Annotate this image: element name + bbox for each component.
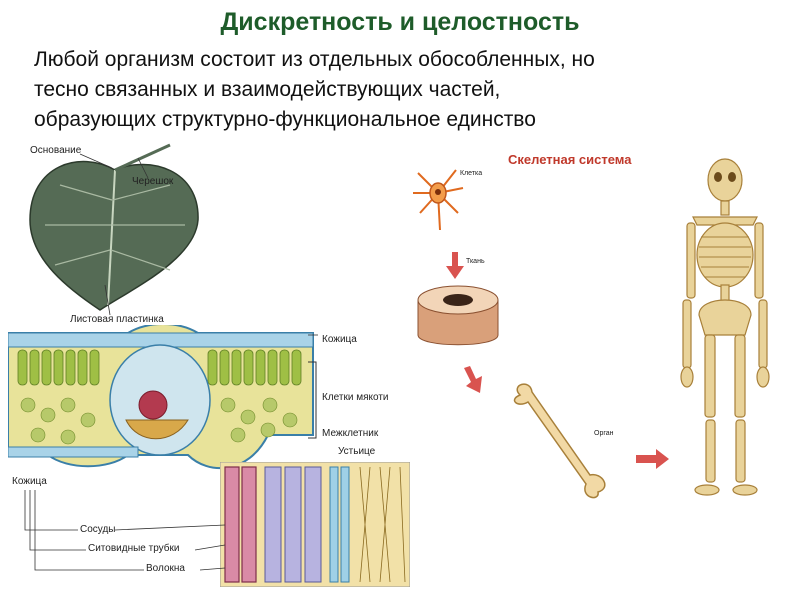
body-line-3: образующих структурно-функциональное еди… (34, 108, 536, 131)
skeleton-illustration (680, 158, 770, 496)
leaf-cross-section (8, 325, 318, 469)
stoma-label: Устьице (338, 446, 376, 457)
skeletal-system-heading: Скелетная система (508, 152, 632, 167)
bone-organ-icon (513, 383, 606, 499)
fibers-label: Волокна (146, 563, 185, 574)
leaf-petiole-label: Черешок (132, 176, 174, 187)
tissue-label: Ткань (466, 258, 485, 265)
cross-section-bracket (308, 361, 317, 439)
arrow-3-icon (636, 449, 669, 469)
epidermis-top-label: Кожица (322, 334, 357, 345)
slide-title: Дискретность и целостность (220, 8, 580, 36)
body-line-2: тесно связанных и взаимодействующих част… (34, 78, 501, 101)
neuron-cell-icon (413, 169, 464, 231)
mesophyll-label: Клетки мякоти (322, 392, 389, 403)
vessels-label: Сосуды (80, 524, 116, 535)
intercellular-label: Межклетник (322, 428, 379, 439)
bone-tissue-icon (417, 285, 499, 346)
sieve-tubes-label: Ситовидные трубки (88, 543, 180, 554)
arrow-1-icon (446, 252, 464, 279)
vascular-label-lines (24, 490, 226, 571)
leaf-base-label: Основание (30, 145, 82, 156)
organ-label: Орган (594, 430, 614, 437)
arrow-2-icon (464, 366, 482, 393)
leaf-illustration (29, 143, 199, 316)
epidermis-bottom-label: Кожица (12, 476, 47, 487)
cell-label: Клетка (460, 170, 483, 177)
body-line-1: Любой организм состоит из отдельных обос… (34, 48, 595, 71)
vascular-tissue-illustration (220, 462, 410, 587)
leaf-blade-label: Листовая пластинка (70, 314, 164, 325)
slide-body-text: Любой организм состоит из отдельных обос… (34, 45, 774, 135)
